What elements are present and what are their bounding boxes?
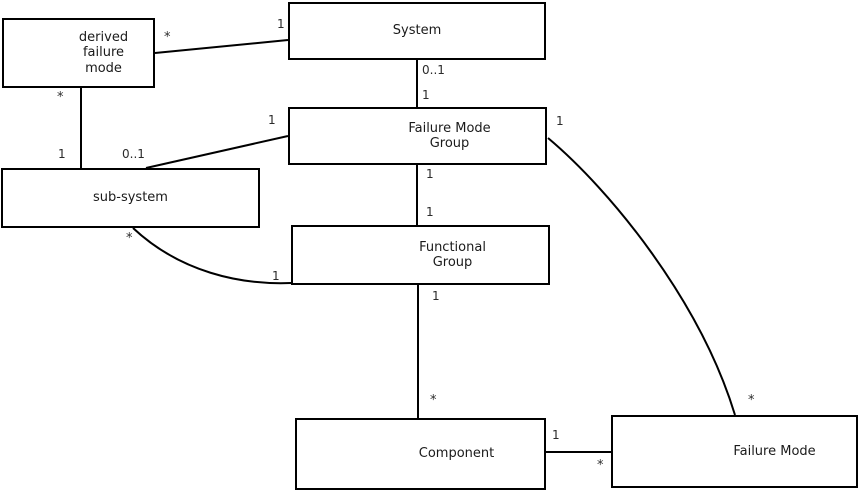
- class-box-sub-system[interactable]: sub-system: [1, 168, 260, 228]
- multiplicity-label-m-subsystem-fmg-zeroone: 0..1: [122, 147, 145, 161]
- multiplicity-label-m-system-dfm-one: 1: [277, 17, 285, 31]
- class-name-failure-mode-group: Failure Mode Group: [408, 120, 491, 151]
- class-box-failure-mode-group[interactable]: Failure Mode Group: [288, 107, 547, 165]
- association-failure-mode-group--failure-mode[interactable]: [547, 137, 736, 416]
- multiplicity-label-m-fmg-system-one: 1: [422, 88, 430, 102]
- multiplicity-label-m-dfm-subsystem-star: *: [57, 90, 64, 105]
- multiplicity-label-m-system-fmg-zeroone: 0..1: [422, 63, 445, 77]
- association-failure-mode-group--sub-system[interactable]: [145, 135, 289, 169]
- multiplicity-label-m-fmg-fg-one-top: 1: [426, 167, 434, 181]
- multiplicity-label-m-fg-subsystem-one: 1: [272, 269, 280, 283]
- multiplicity-label-m-fm-fmg-star: *: [748, 393, 755, 408]
- multiplicity-label-m-subsystem-dfm-one: 1: [58, 147, 66, 161]
- class-name-sub-system: sub-system: [93, 190, 168, 206]
- class-box-functional-group[interactable]: Functional Group: [291, 225, 550, 285]
- class-name-failure-mode: Failure Mode: [733, 443, 816, 459]
- multiplicity-label-m-component-fm-one: 1: [552, 428, 560, 442]
- multiplicity-label-m-dfm-system-star: *: [164, 30, 171, 45]
- multiplicity-label-m-component-fg-star: *: [430, 393, 437, 408]
- multiplicity-label-m-fmg-fm-one: 1: [556, 114, 564, 128]
- class-name-functional-group: Functional Group: [419, 239, 486, 270]
- association-sub-system--functional-group[interactable]: [132, 227, 292, 285]
- class-name-component: Component: [418, 446, 495, 462]
- multiplicity-label-m-fmg-subsystem-one: 1: [268, 113, 276, 127]
- multiplicity-label-m-fg-component-one: 1: [432, 289, 440, 303]
- class-box-derived-failure-mode[interactable]: derived failure mode: [2, 18, 155, 88]
- class-box-component[interactable]: Component: [295, 418, 546, 490]
- class-name-system: System: [392, 23, 442, 39]
- multiplicity-label-m-subsystem-fg-star: *: [126, 231, 133, 246]
- class-name-derived-failure-mode: derived failure mode: [78, 30, 129, 76]
- multiplicity-label-m-fg-fmg-one-bottom: 1: [426, 205, 434, 219]
- class-box-system[interactable]: System: [288, 2, 546, 60]
- class-box-failure-mode[interactable]: Failure Mode: [611, 415, 858, 488]
- multiplicity-label-m-fm-component-star: *: [597, 458, 604, 473]
- association-derived-failure-mode--system[interactable]: [154, 39, 289, 54]
